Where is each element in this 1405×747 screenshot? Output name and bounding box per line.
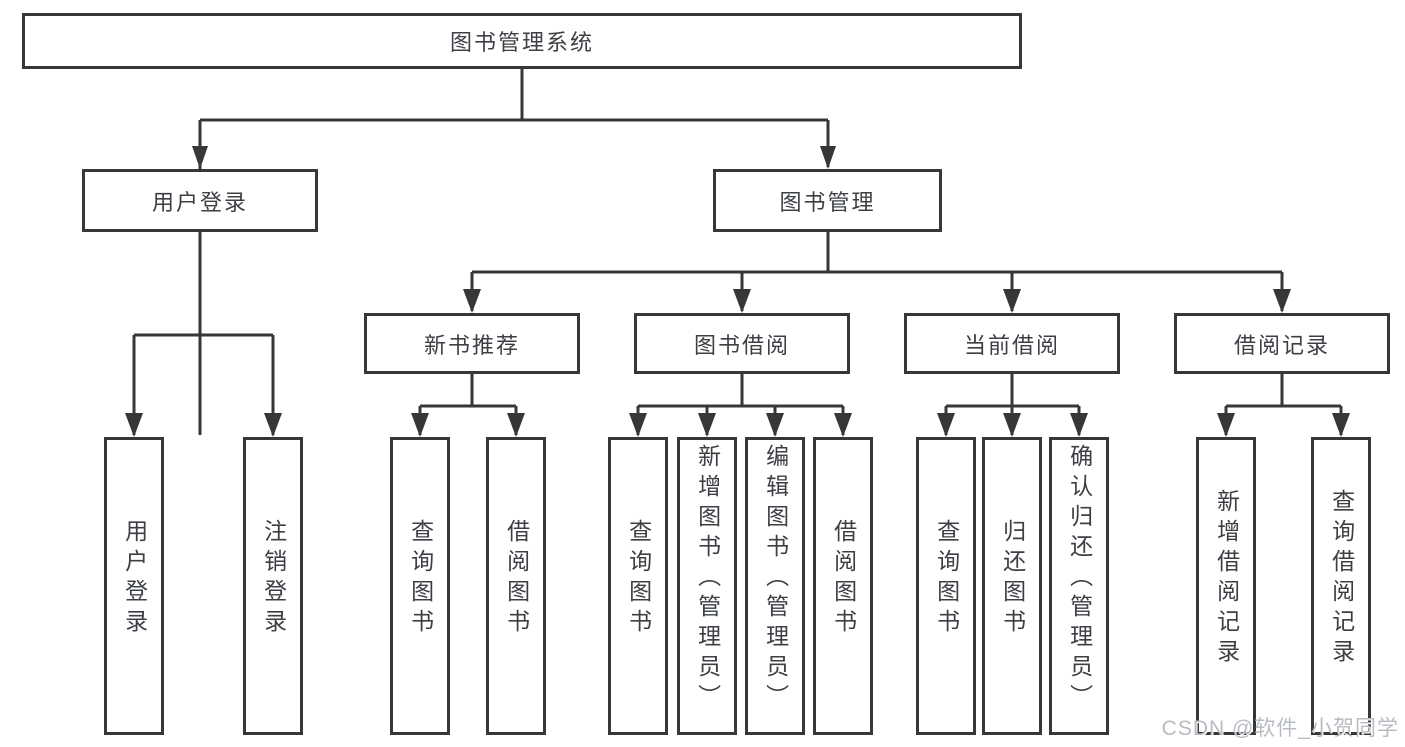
leaf-add-books-admin: 新增图书（管理员） bbox=[677, 437, 737, 735]
node-label: 新增借阅记录 bbox=[1213, 489, 1240, 669]
node-label: 图书管理 bbox=[779, 189, 876, 215]
node-book-management: 图书管理 bbox=[713, 169, 942, 232]
connector-shafts bbox=[132, 69, 1343, 435]
leaf-return-books: 归还图书 bbox=[982, 437, 1042, 735]
node-label: 查询图书 bbox=[407, 519, 434, 639]
node-label: 注销登录 bbox=[260, 519, 287, 639]
node-user-login: 用户登录 bbox=[82, 169, 318, 232]
node-label: 查询图书 bbox=[625, 519, 652, 639]
node-label: 借阅记录 bbox=[1233, 332, 1330, 358]
node-label: 新书推荐 bbox=[423, 332, 520, 358]
node-label: 查询图书 bbox=[933, 519, 960, 639]
leaf-query-books-current: 查询图书 bbox=[916, 437, 976, 735]
node-label: 图书借阅 bbox=[693, 332, 790, 358]
leaf-query-borrow-record: 查询借阅记录 bbox=[1311, 437, 1371, 735]
leaf-query-books-borrow: 查询图书 bbox=[608, 437, 668, 735]
node-label: 借阅图书 bbox=[503, 519, 530, 639]
watermark: CSDN @软件_小贺同学 bbox=[1161, 717, 1399, 740]
node-label: 图书管理系统 bbox=[449, 30, 594, 55]
node-current-borrowing: 当前借阅 bbox=[904, 313, 1120, 374]
leaf-query-books-recommend: 查询图书 bbox=[390, 437, 450, 735]
node-new-book-recommend: 新书推荐 bbox=[364, 313, 580, 374]
leaf-borrow-books: 借阅图书 bbox=[813, 437, 873, 735]
leaf-user-login: 用户登录 bbox=[104, 437, 164, 735]
leaf-edit-books-admin: 编辑图书（管理员） bbox=[745, 437, 805, 735]
node-label: 确认归还（管理员） bbox=[1066, 444, 1093, 714]
node-borrowing-records: 借阅记录 bbox=[1174, 313, 1390, 374]
leaf-add-borrow-record: 新增借阅记录 bbox=[1196, 437, 1256, 735]
node-label: 查询借阅记录 bbox=[1328, 489, 1355, 669]
node-system-root: 图书管理系统 bbox=[22, 13, 1022, 69]
node-label: 新增图书（管理员） bbox=[694, 444, 721, 714]
leaf-logout-login: 注销登录 bbox=[243, 437, 303, 735]
node-label: 借阅图书 bbox=[830, 519, 857, 639]
node-label: 用户登录 bbox=[121, 519, 148, 639]
node-label: 归还图书 bbox=[999, 519, 1026, 639]
node-label: 当前借阅 bbox=[963, 332, 1060, 358]
node-label: 编辑图书（管理员） bbox=[762, 444, 789, 714]
arrowhead-icons bbox=[125, 146, 1350, 437]
node-label: 用户登录 bbox=[151, 189, 248, 215]
leaf-borrow-books-recommend: 借阅图书 bbox=[486, 437, 546, 735]
leaf-confirm-return-admin: 确认归还（管理员） bbox=[1049, 437, 1109, 735]
node-book-borrowing: 图书借阅 bbox=[634, 313, 850, 374]
